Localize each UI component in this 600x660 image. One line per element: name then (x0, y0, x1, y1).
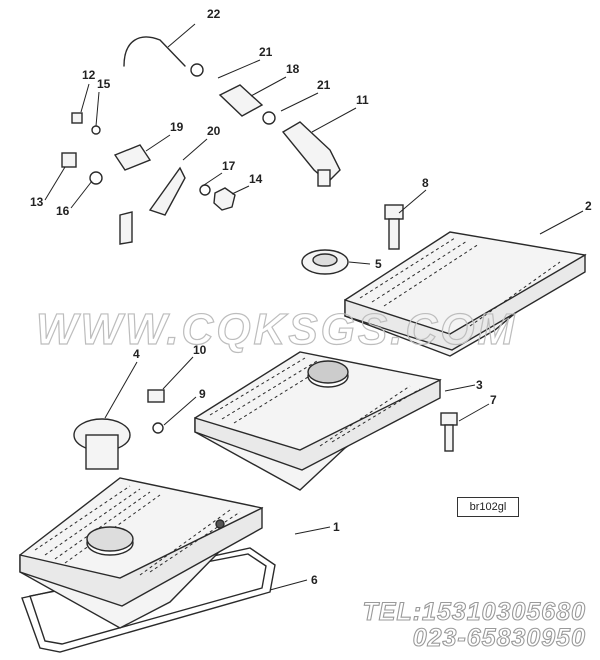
callout-6: 6 (311, 573, 318, 587)
middle-valve-cover-part (194, 351, 442, 491)
callout-14: 14 (249, 172, 263, 186)
callout-13: 13 (30, 195, 44, 209)
callout-19: 19 (170, 120, 184, 134)
callout-12: 12 (82, 68, 96, 82)
drawing-code-box: br102gl (457, 497, 519, 517)
callout-7: 7 (490, 393, 497, 407)
callout-11: 11 (356, 93, 369, 107)
callout-1: 1 (333, 520, 340, 534)
callout-10: 10 (193, 343, 207, 357)
callout-5: 5 (375, 257, 382, 271)
callout-20: 20 (207, 124, 221, 138)
callout-8: 8 (422, 176, 429, 190)
leader-lines (44, 23, 584, 591)
callout-2: 2 (585, 199, 592, 213)
callout-labels: 22 21 18 21 11 12 15 19 20 17 14 13 16 8… (30, 7, 592, 587)
breather-hose-assembly (113, 36, 341, 245)
gasket-part (21, 547, 276, 653)
callout-9: 9 (199, 387, 206, 401)
callout-22: 22 (207, 7, 221, 21)
callout-21-lower: 21 (317, 78, 331, 92)
callout-15: 15 (97, 77, 111, 91)
fastener-hardware (61, 112, 458, 470)
contact-alt-phone: 023-65830950 (412, 623, 586, 652)
upper-valve-cover-part (344, 231, 587, 357)
contact-tel: TEL:15310305680 (362, 597, 586, 626)
callout-21-upper: 21 (259, 45, 273, 59)
callout-16: 16 (56, 204, 70, 218)
site-watermark: WWW.CQKSGS.COM (36, 305, 517, 354)
callout-18: 18 (286, 62, 300, 76)
callout-17: 17 (222, 159, 236, 173)
lower-valve-cover-part (19, 477, 264, 629)
callout-3: 3 (476, 378, 483, 392)
callout-4: 4 (133, 347, 140, 361)
